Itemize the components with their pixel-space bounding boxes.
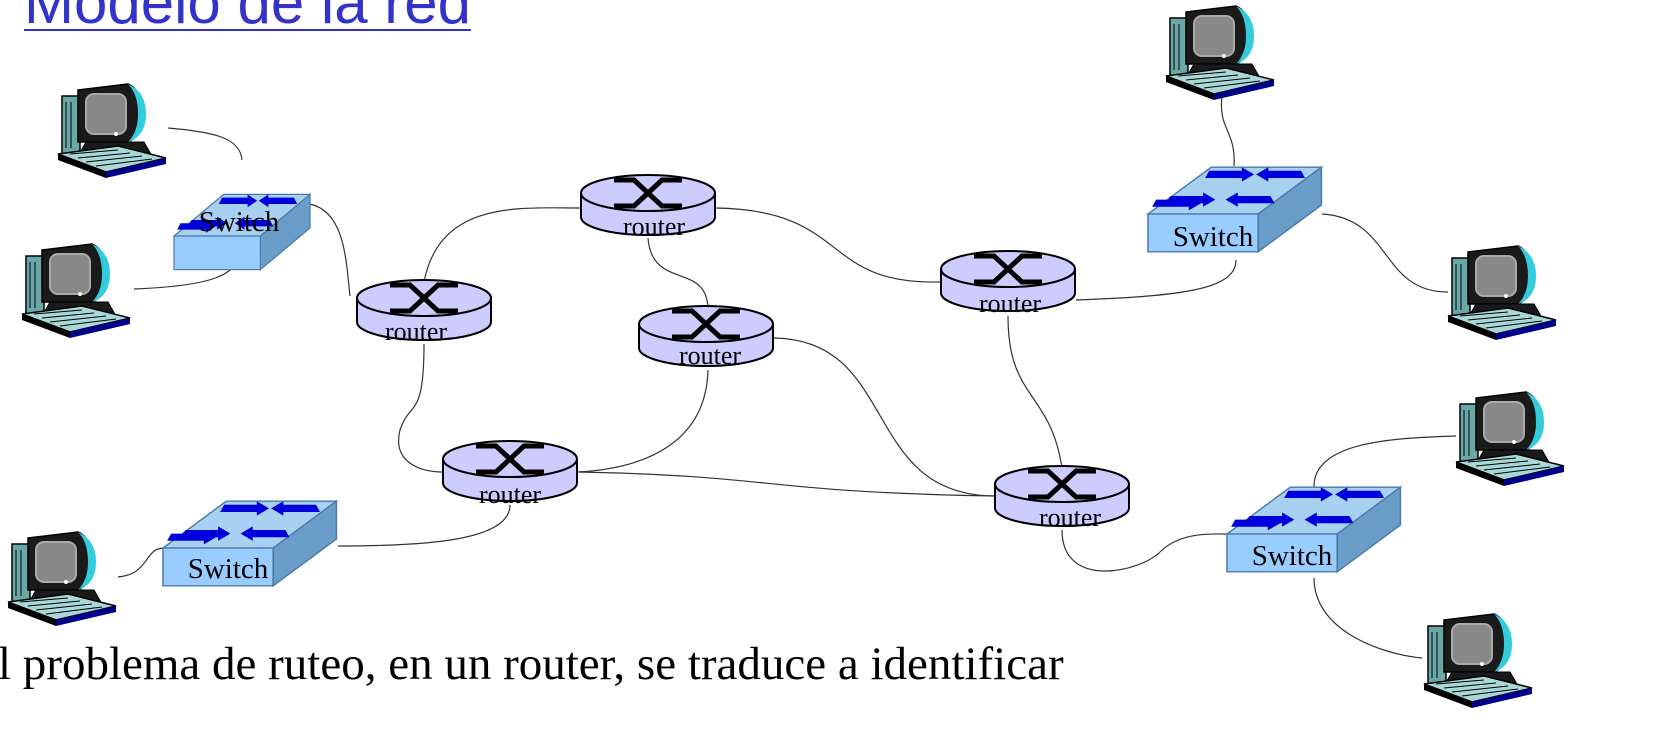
- router-5: router: [941, 251, 1075, 318]
- link-switch4-pc7: [1313, 577, 1423, 659]
- router-2: router: [581, 175, 715, 241]
- router-label: router: [385, 317, 447, 346]
- switch-3-label: Switch: [188, 553, 269, 585]
- router-4: router: [443, 441, 577, 509]
- computer-icon: [1165, 5, 1275, 101]
- computer-icon: [57, 83, 167, 179]
- link-router5-switch2: [1075, 259, 1237, 301]
- computer-1: [57, 83, 167, 179]
- switch-1-label: Switch: [199, 206, 280, 238]
- link-router1-router4: [398, 343, 443, 473]
- computer-icon: [21, 243, 131, 339]
- router-label: router: [479, 480, 541, 509]
- link-router6-switch4: [1061, 529, 1229, 572]
- link-router2-router5: [715, 207, 941, 283]
- router-label: router: [679, 341, 741, 370]
- link-switch1-router1: [309, 203, 351, 297]
- computer-icon: [1423, 613, 1533, 709]
- computer-5: [1447, 245, 1557, 341]
- switch-2-label: Switch: [1173, 221, 1254, 253]
- router-label: router: [623, 212, 685, 241]
- computer-6: [1455, 391, 1565, 487]
- computer-4: [1165, 5, 1275, 101]
- link-router5-router6: [1007, 315, 1063, 469]
- link-switch4-pc6: [1313, 435, 1457, 489]
- computer-icon: [7, 531, 117, 627]
- router-6: router: [995, 466, 1129, 532]
- computer-icon: [1447, 245, 1557, 341]
- links: [117, 95, 1457, 659]
- link-router3-router4: [577, 369, 709, 473]
- link-router4-router6: [577, 471, 997, 497]
- link-switch2-pc4: [1321, 213, 1449, 293]
- computer-2: [21, 243, 131, 339]
- link-router2-router3: [647, 237, 709, 309]
- router-label: router: [1039, 503, 1101, 532]
- router-1: router: [357, 280, 491, 346]
- switch-4-label: Switch: [1252, 540, 1333, 572]
- router-label: router: [979, 289, 1041, 318]
- link-switch2-pc3: [1220, 95, 1235, 167]
- link-pc1-switch1: [167, 127, 243, 161]
- router-3: router: [639, 306, 773, 370]
- link-router4-switch3: [337, 504, 511, 547]
- page-title: Modelo de la red: [24, 0, 471, 36]
- link-switch3-pc5: [117, 547, 165, 578]
- computer-7: [1423, 613, 1533, 709]
- link-router3-router6: [773, 337, 997, 497]
- body-text: l problema de ruteo, en un router, se tr…: [0, 638, 1064, 690]
- computer-3: [7, 531, 117, 627]
- computer-icon: [1455, 391, 1565, 487]
- link-router1-router2: [423, 207, 581, 283]
